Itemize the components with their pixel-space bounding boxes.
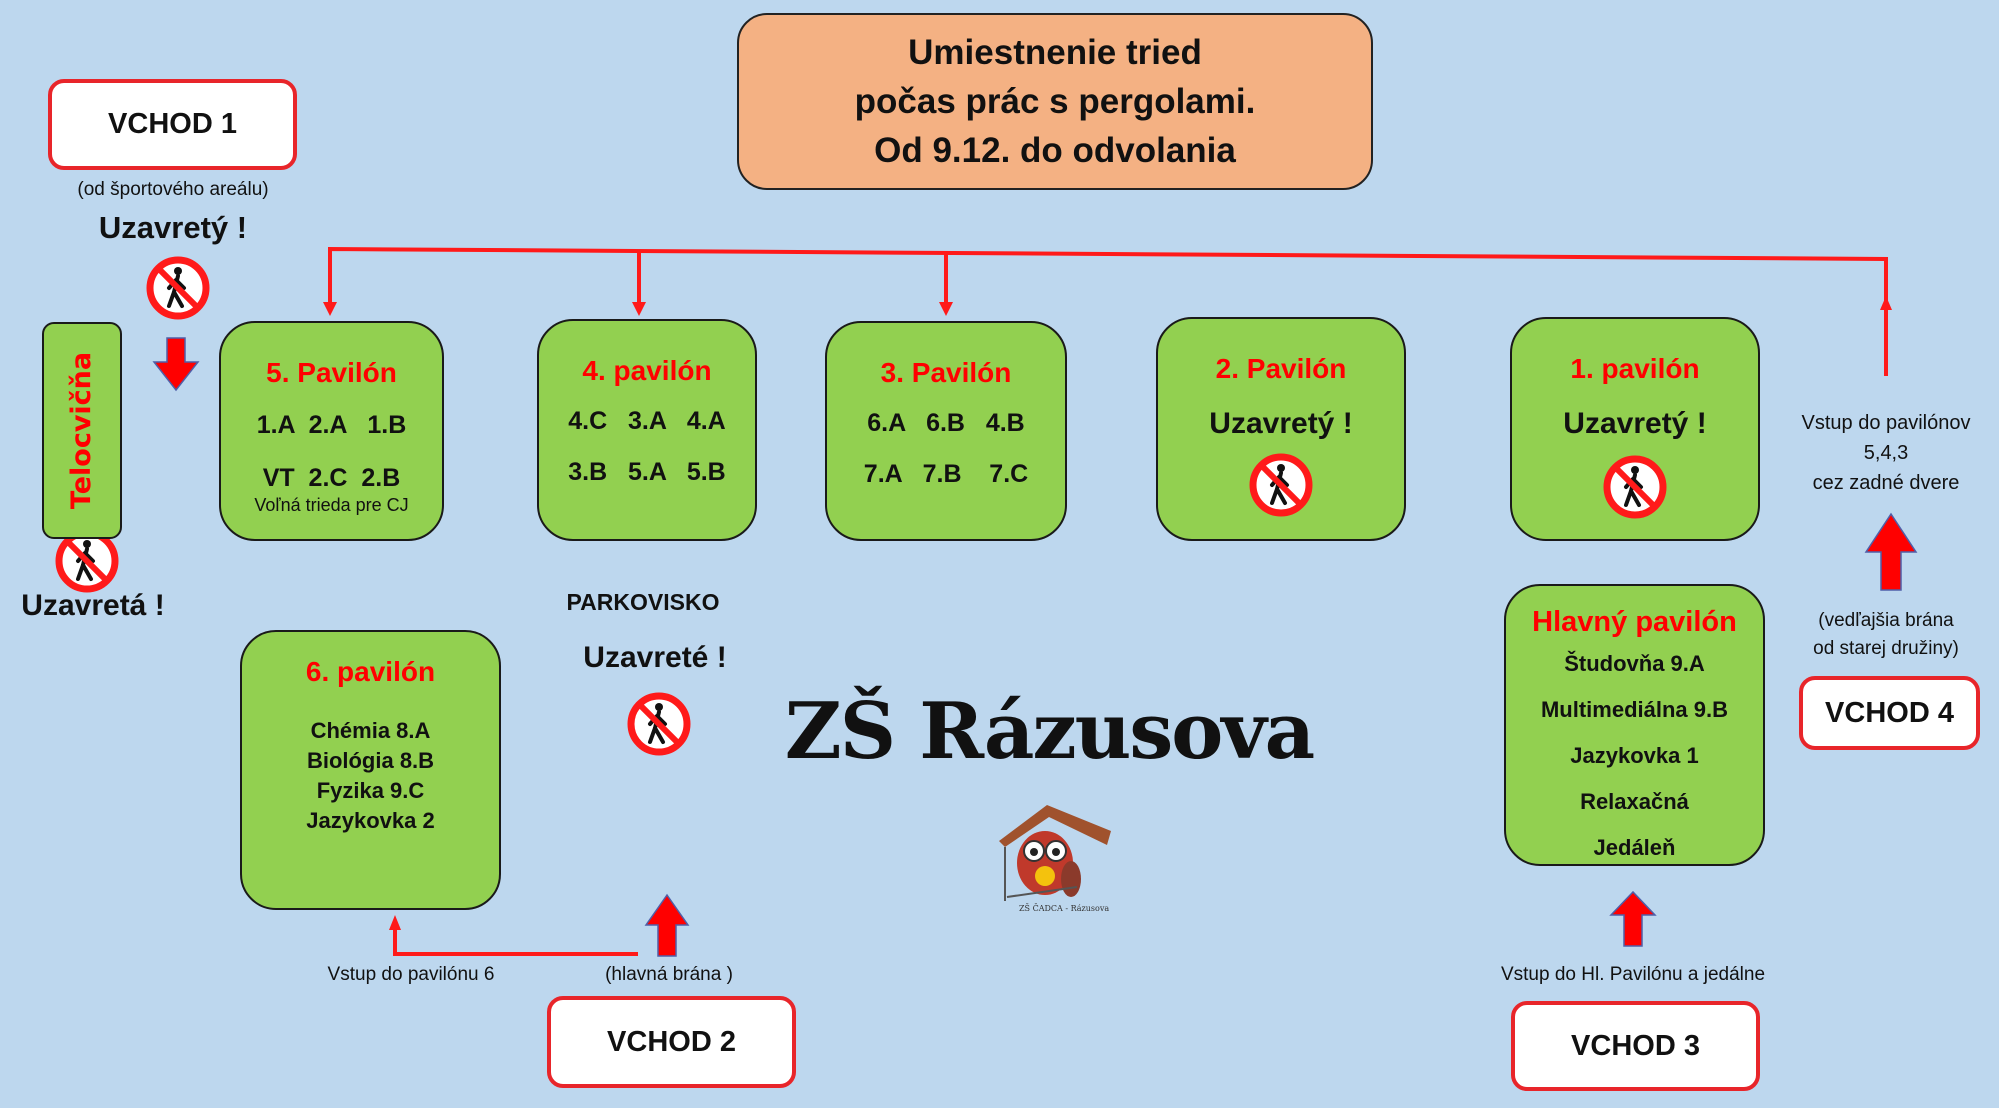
top-route-line <box>328 246 1888 376</box>
no-entry-icon <box>146 256 210 320</box>
room-row: Jedáleň <box>1593 835 1676 860</box>
vchod-3-box: VCHOD 3 <box>1511 1001 1760 1091</box>
class-row: 3.B 5.A 5.B <box>568 458 726 486</box>
gym-box: Telocvičňa <box>42 322 122 539</box>
class-row: 4.C 3.A 4.A <box>568 407 726 435</box>
pavilion-title: 3. Pavilón <box>880 357 1012 388</box>
arrowhead <box>389 915 401 930</box>
pavilion-status: Uzavretý ! <box>1209 407 1353 440</box>
room-row: Študovňa 9.A <box>1564 651 1705 676</box>
school-name: ZŠ Rázusova <box>784 686 1315 777</box>
vchod-1-status: Uzavretý ! <box>98 210 248 245</box>
vchod-4-entry-text: Vstup do pavilónov 5,4,3 cez zadné dvere <box>1801 408 1970 498</box>
pavilion-title: 5. Pavilón <box>266 357 397 388</box>
title-line: Od 9.12. do odvolania <box>874 131 1236 170</box>
vchod-3-note: Vstup do Hl. Pavilónu a jedálne <box>1500 964 1766 985</box>
room-row: Biológia 8.B <box>306 748 435 773</box>
gym-status: Uzavretá ! <box>21 589 165 622</box>
pavilion-title: 2. Pavilón <box>1215 353 1347 384</box>
no-entry-icon <box>1603 455 1667 519</box>
main-pavilion: Hlavný pavilón Študovňa 9.A Multimediáln… <box>1504 584 1765 866</box>
no-entry-icon <box>1249 453 1313 517</box>
down-arrow-vchod1 <box>152 337 200 392</box>
up-arrow-vchod2 <box>644 893 690 957</box>
title-line: počas prác s pergolami. <box>854 82 1256 121</box>
entry-line: 5,4,3 <box>1863 442 1909 464</box>
arrowhead <box>323 302 337 316</box>
up-arrow-vchod3 <box>1609 890 1657 947</box>
up-arrow-vchod4 <box>1864 512 1918 591</box>
parking-status: Uzavreté ! <box>583 641 727 674</box>
gym-label: Telocvičňa <box>66 351 98 510</box>
pavilion-1: 1. pavilón Uzavretý ! <box>1510 317 1760 541</box>
room-row: Fyzika 9.C <box>316 778 425 803</box>
pavilion-6: 6. pavilón Chémia 8.A Biológia 8.B Fyzik… <box>240 630 501 910</box>
route-to-pavilion-6 <box>393 925 638 956</box>
pavilion-note: Voľná trieda pre CJ <box>254 495 409 515</box>
parking-label: PARKOVISKO <box>566 589 720 615</box>
vchod-1-box: VCHOD 1 <box>48 79 297 170</box>
vchod-2-box: VCHOD 2 <box>547 996 796 1088</box>
class-row: VT 2.C 2.B <box>262 464 401 492</box>
vchod-4-note: (vedľajšia brána od starej družiny) <box>1813 607 1959 663</box>
class-row: 6.A 6.B 4.B <box>867 409 1025 437</box>
room-row: Chémia 8.A <box>310 718 431 743</box>
vchod-2-note: (hlavná brána ) <box>605 964 733 985</box>
pavilion-6-entry-note: Vstup do pavilónu 6 <box>327 964 495 985</box>
vchod-4-box: VCHOD 4 <box>1799 676 1980 750</box>
title-line: Umiestnenie tried <box>908 33 1202 72</box>
entry-line: cez zadné dvere <box>1812 472 1960 494</box>
pavilion-2: 2. Pavilón Uzavretý ! <box>1156 317 1406 541</box>
pavilion-status: Uzavretý ! <box>1563 407 1707 440</box>
class-row: 1.A 2.A 1.B <box>256 411 407 439</box>
room-row: Jazykovka 2 <box>306 808 435 833</box>
pavilion-title: 1. pavilón <box>1570 353 1700 384</box>
arrowhead <box>939 302 953 316</box>
room-row: Jazykovka 1 <box>1570 743 1699 768</box>
entry-line: Vstup do pavilónov <box>1801 412 1971 434</box>
class-row: 7.A 7.B 7.C <box>863 460 1029 488</box>
owl-logo-icon: ZŠ ČADCA - Rázusova <box>999 805 1111 913</box>
arrowhead <box>632 302 646 316</box>
note-line: od starej družiny) <box>1813 638 1959 659</box>
no-entry-icon <box>627 692 691 756</box>
arrowhead <box>1880 296 1892 310</box>
title-box: Umiestnenie tried počas prác s pergolami… <box>737 13 1373 190</box>
pavilion-title: 4. pavilón <box>582 355 712 386</box>
note-line: (vedľajšia brána <box>1818 610 1954 631</box>
pavilion-3: 3. Pavilón 6.A 6.B 4.B 7.A 7.B 7.C <box>825 321 1067 541</box>
pavilion-title: Hlavný pavilón <box>1532 606 1737 638</box>
pavilion-5: 5. Pavilón 1.A 2.A 1.B VT 2.C 2.B Voľná … <box>219 321 444 541</box>
vchod-1-note: (od športového areálu) <box>77 179 269 200</box>
pavilion-title: 6. pavilón <box>305 656 436 687</box>
room-row: Relaxačná <box>1580 789 1689 814</box>
logo-text: ZŠ ČADCA - Rázusova <box>1019 904 1109 913</box>
room-row: Multimediálna 9.B <box>1540 697 1729 722</box>
pavilion-4: 4. pavilón 4.C 3.A 4.A 3.B 5.A 5.B <box>537 319 757 541</box>
